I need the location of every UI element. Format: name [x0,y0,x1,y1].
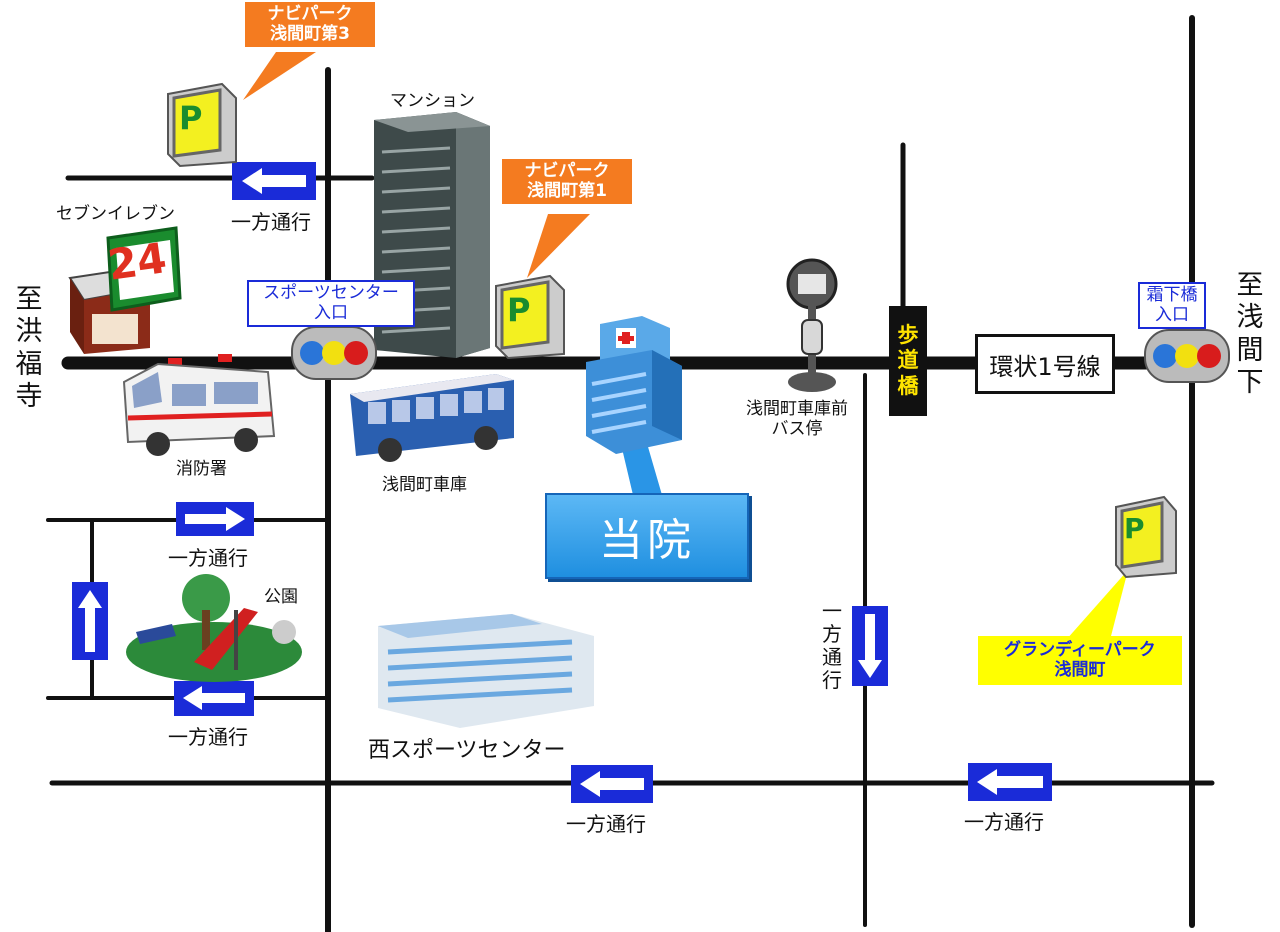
navipark1-pointer [527,214,590,278]
navipark1-callout: ナビパーク 浅間町第1 [502,159,632,204]
traffic-signal-icon [1144,329,1230,383]
oneway-sign-east-down [852,606,888,686]
parking-letter-2: P [507,291,531,329]
hospital-label: 当院 [545,493,749,579]
parking-letter-1: P [179,99,203,137]
seven-eleven-label: セブンイレブン [56,204,175,224]
oneway-label-park-south: 一方通行 [168,725,248,749]
destination-east: 至浅間下 [1236,270,1264,399]
shimoshimohashi-entrance-signal-label: 霜下橋 入口 [1138,282,1206,330]
oneway-label-south-2: 一方通行 [964,810,1044,834]
oneway-label-east: 一方通行 [822,599,842,692]
parking-sign-icon [1115,495,1177,579]
park-label: 公園 [264,587,298,607]
destination-west: 至洪福寺 [15,284,43,413]
bus-icon [350,374,514,462]
traffic-signal-icon [291,326,377,380]
oneway-sign-park-up [72,582,108,660]
sports-center-entrance-signal-label: スポーツセンター 入口 [247,280,415,328]
mansion-building-icon [374,112,490,358]
ambulance-icon [122,354,276,456]
park-icon [126,574,302,682]
oneway-label-north: 一方通行 [231,210,311,234]
oneway-sign-south-left-2 [968,763,1052,801]
hospital-building-icon [586,316,682,454]
parking-sign-icon [167,82,237,168]
convenience-store-icon [68,226,182,354]
parking-letter-3: P [1124,512,1145,545]
navipark3-pointer [243,52,316,100]
west-sports-center-label: 西スポーツセンター [368,738,566,763]
oneway-sign-park-left [174,681,254,716]
overpass-label: 歩道橋 [889,306,927,416]
bus-stop-sign-icon [786,258,838,392]
oneway-sign-south-left-1 [571,765,653,803]
seven-eleven-sign: 24 [104,233,170,290]
oneway-label-south-1: 一方通行 [566,812,646,836]
fire-station-label: 消防署 [176,459,227,479]
parking-sign-icon [495,274,565,360]
hospital-pointer [620,440,662,495]
route-name: 環状1号線 [975,334,1115,394]
mansion-label: マンション [390,91,475,111]
sports-center-building-icon [378,614,594,728]
oneway-sign-north-left [232,162,316,200]
navipark3-callout: ナビパーク 浅間町第3 [245,2,375,47]
grandy-pointer [1066,570,1128,640]
oneway-label-park-north: 一方通行 [168,546,248,570]
oneway-sign-park-right [176,502,254,536]
bus-stop-label: 浅間町車庫前 バス停 [746,399,848,439]
grandy-park-callout: グランディーパーク 浅間町 [978,636,1182,685]
bus-depot-label: 浅間町車庫 [382,475,467,495]
